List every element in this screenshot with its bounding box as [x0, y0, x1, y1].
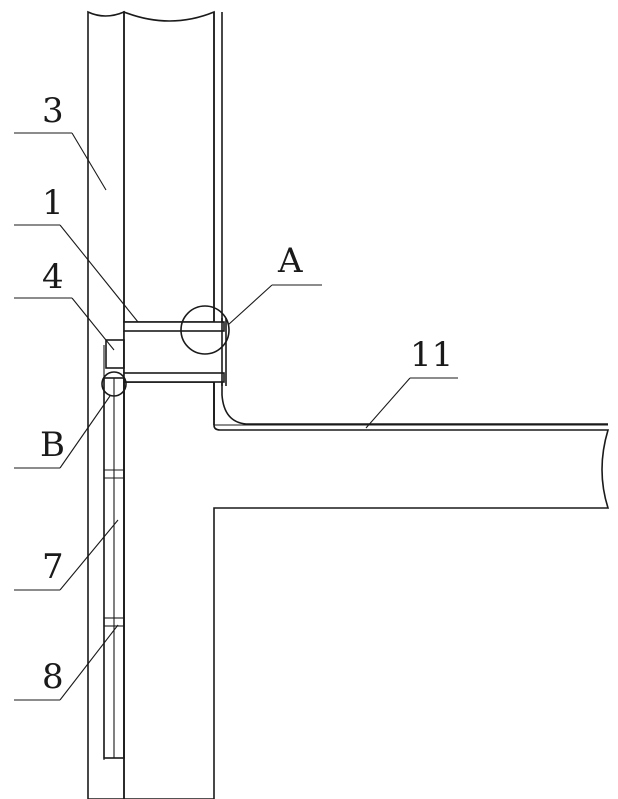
- label-8: 8: [42, 657, 64, 697]
- inner-wall-and-slab: [123, 10, 610, 799]
- wall-face-line: [213, 12, 608, 426]
- label-7: 7: [42, 547, 64, 587]
- bracket: [105, 339, 125, 369]
- leader-lines: [14, 132, 458, 701]
- detail-circle-b: [101, 371, 127, 397]
- label-1: 1: [42, 183, 64, 223]
- label-3: 3: [42, 91, 64, 131]
- label-11: 11: [410, 335, 453, 375]
- label-4: 4: [42, 257, 64, 297]
- outer-wall-layer: [87, 10, 125, 799]
- channel: [103, 377, 125, 759]
- detail-circle-a: [180, 305, 230, 355]
- sleeve: [123, 318, 227, 386]
- label-a: A: [277, 241, 303, 281]
- spacer-block: [103, 617, 125, 627]
- label-b: B: [40, 425, 65, 465]
